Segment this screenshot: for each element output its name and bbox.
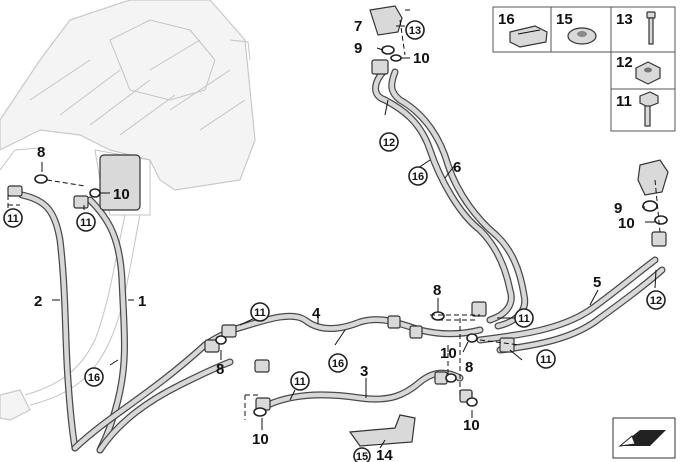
callout-9: 9 xyxy=(614,200,622,217)
callout-9: 9 xyxy=(354,40,362,57)
callout-4: 4 xyxy=(312,305,321,322)
callout-5: 5 xyxy=(593,274,601,291)
legend-label-13: 13 xyxy=(616,11,633,28)
circled-callout-11: 11 xyxy=(514,308,534,328)
pipe-4 xyxy=(228,312,484,338)
callout-8: 8 xyxy=(433,282,441,299)
hex-nut-icon xyxy=(635,61,661,85)
svg-text:11: 11 xyxy=(294,376,306,388)
svg-text:12: 12 xyxy=(383,137,395,149)
pipe-1 xyxy=(86,196,128,454)
sealing-rings xyxy=(34,45,668,417)
pipe-6 xyxy=(372,66,529,330)
clip-part-icon xyxy=(509,25,548,48)
circled-callout-11: 11 xyxy=(3,208,23,228)
pipe-5 xyxy=(476,256,666,354)
callout-10: 10 xyxy=(440,345,457,362)
circled-callout-15: 15 xyxy=(353,447,371,462)
orientation-arrow-icon xyxy=(612,417,676,459)
svg-text:16: 16 xyxy=(412,171,424,183)
svg-text:16: 16 xyxy=(332,358,344,370)
callout-6: 6 xyxy=(453,159,461,176)
callout-7: 7 xyxy=(354,18,362,35)
svg-text:11: 11 xyxy=(80,217,92,229)
callout-14: 14 xyxy=(376,447,393,462)
leader-lines xyxy=(7,9,661,449)
callout-10: 10 xyxy=(618,215,635,232)
hex-bolt-icon xyxy=(639,91,659,127)
callout-3: 3 xyxy=(360,363,368,380)
callout-2: 2 xyxy=(34,293,42,310)
legend-label-11: 11 xyxy=(616,93,632,110)
svg-text:15: 15 xyxy=(356,451,368,462)
circled-callout-11: 11 xyxy=(290,371,310,391)
pipe-2 xyxy=(18,191,79,452)
svg-text:11: 11 xyxy=(254,307,266,319)
circled-callouts: 11 11 16 13 12 16 11 16 xyxy=(3,20,666,462)
svg-text:12: 12 xyxy=(650,295,662,307)
callout-10: 10 xyxy=(413,50,430,67)
callout-8: 8 xyxy=(216,361,224,378)
circled-callout-16: 16 xyxy=(328,353,348,373)
svg-text:11: 11 xyxy=(518,313,530,325)
legend-label-12: 12 xyxy=(616,54,633,71)
legend-label-15: 15 xyxy=(556,11,573,28)
circled-callout-11: 11 xyxy=(250,302,270,322)
fittings xyxy=(7,5,669,447)
circled-callout-13: 13 xyxy=(405,20,425,40)
callout-10: 10 xyxy=(113,186,130,203)
callout-10: 10 xyxy=(463,417,480,434)
circled-callout-11: 11 xyxy=(536,349,556,369)
svg-text:16: 16 xyxy=(88,372,100,384)
speed-nut-icon xyxy=(567,27,597,45)
circled-callout-12: 12 xyxy=(646,290,666,310)
circled-callout-16: 16 xyxy=(408,166,428,186)
svg-text:11: 11 xyxy=(7,213,19,225)
circled-callout-16: 16 xyxy=(84,367,104,387)
callout-10: 10 xyxy=(252,431,269,448)
svg-text:13: 13 xyxy=(409,25,421,37)
parts-legend: 16 15 13 12 11 xyxy=(492,6,676,132)
callout-8: 8 xyxy=(37,144,45,161)
circled-callout-12: 12 xyxy=(379,132,399,152)
circled-callout-11: 11 xyxy=(76,212,96,232)
screw-icon xyxy=(646,11,656,45)
svg-text:11: 11 xyxy=(540,354,552,366)
callout-labels: 1 2 8 10 7 9 10 6 4 8 10 8 5 9 10 8 3 10… xyxy=(34,18,635,462)
callout-8: 8 xyxy=(465,359,473,376)
callout-1: 1 xyxy=(138,293,146,310)
legend-label-16: 16 xyxy=(498,11,515,28)
